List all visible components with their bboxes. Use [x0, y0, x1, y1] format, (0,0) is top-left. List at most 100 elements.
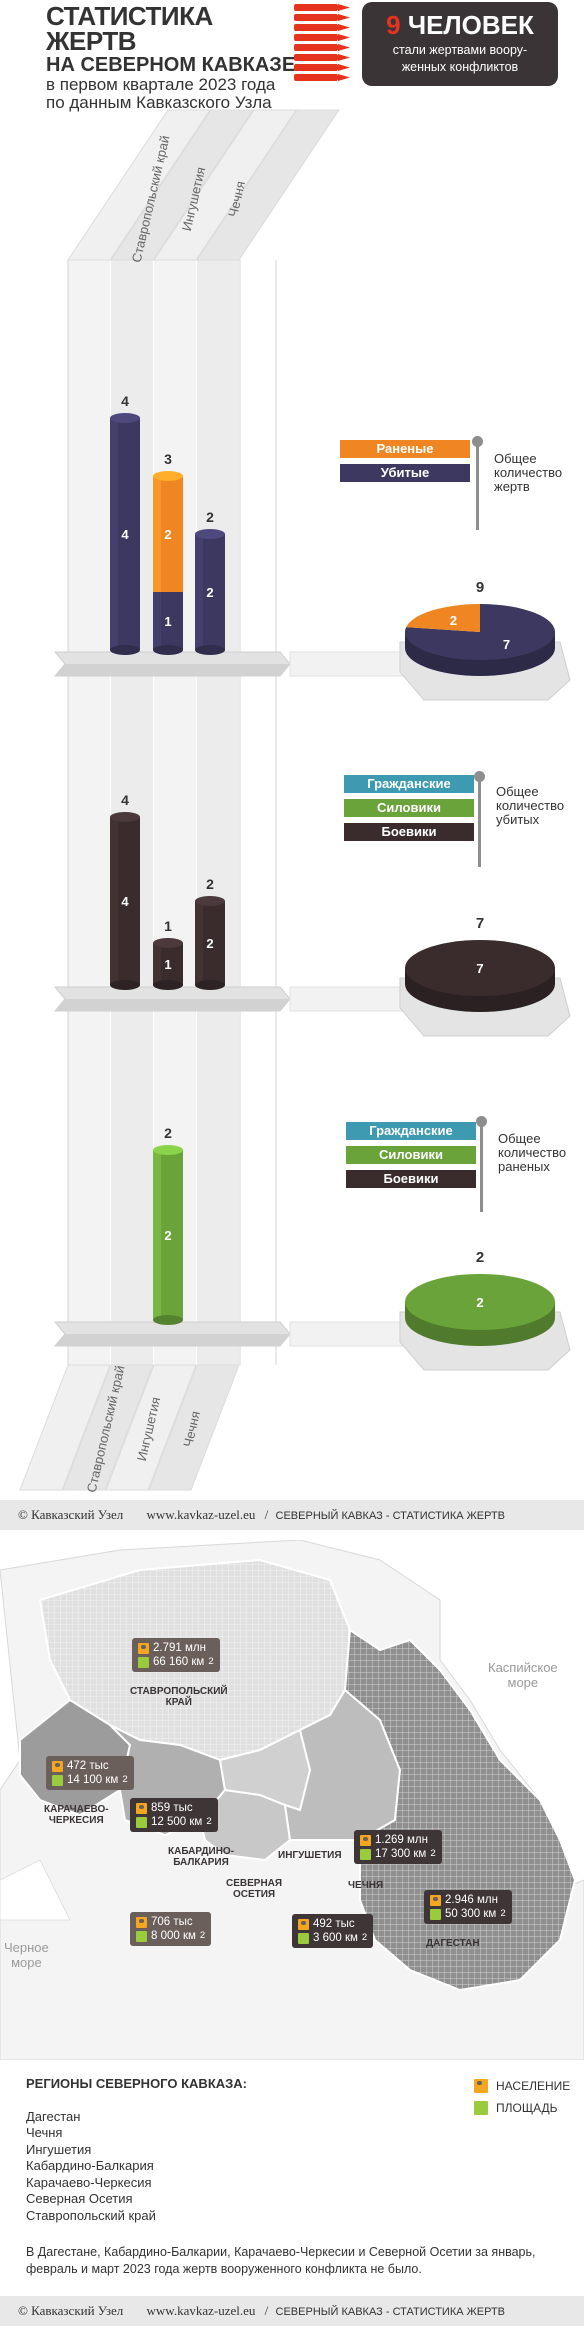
- footer-url[interactable]: www.kavkaz-uzel.eu: [146, 1507, 256, 1522]
- footer-separator: /: [264, 1507, 269, 1522]
- bar-bottom: [153, 645, 183, 655]
- bar-highlight: [153, 476, 161, 592]
- pie-slice: [405, 940, 555, 996]
- bar-top: [195, 896, 225, 906]
- bullets-icon: [294, 4, 350, 81]
- population-icon: [474, 2079, 488, 2093]
- footer-section: СЕВЕРНЫЙ КАВКАЗ - СТАТИСТИКА ЖЕРТВ: [275, 2306, 506, 2318]
- region-item: Дагестан: [26, 2108, 81, 2124]
- bar-bottom: [195, 980, 225, 990]
- label-kbr: КАБАРДИНО-БАЛКАРИЯ: [168, 1846, 235, 1868]
- area-icon: [474, 2101, 488, 2115]
- legend-population: НАСЕЛЕНИЕ: [496, 2079, 571, 2093]
- bar-top: [110, 812, 140, 822]
- region-item: Ингушетия: [26, 2141, 92, 2157]
- area-icon: [52, 1774, 63, 1786]
- bar-value-label: 2: [206, 936, 213, 951]
- header-column: [196, 109, 340, 261]
- label-ingushetia: ИНГУШЕТИЯ: [278, 1850, 342, 1861]
- pie-value-label: 2: [450, 613, 457, 628]
- bar-total-label: 4: [121, 393, 129, 409]
- pie-total-label: 2: [476, 1249, 484, 1266]
- map-legend: НАСЕЛЕНИЕ ПЛОЩАДЬ: [474, 2078, 570, 2116]
- pie-value-label: 7: [503, 637, 510, 652]
- area-icon: [136, 1930, 147, 1942]
- footer-copyright: © Кавказский Узел: [18, 1507, 124, 1522]
- bar-highlight: [153, 592, 161, 650]
- pie-slice: [405, 1274, 555, 1330]
- footer-top: © Кавказский Узел www.kavkaz-uzel.eu / С…: [0, 1500, 584, 1530]
- legend-area: ПЛОЩАДЬ: [496, 2101, 558, 2115]
- area-icon: [360, 1848, 371, 1860]
- population-icon: [136, 1802, 147, 1814]
- victims-box: 9 ЧЕЛОВЕК стали жертвами воору- женных к…: [362, 2, 558, 86]
- area-icon: [298, 1932, 309, 1944]
- legend-bar: [480, 1122, 483, 1212]
- regions-list-title: РЕГИОНЫ СЕВЕРНОГО КАВКАЗА:: [26, 2076, 247, 2091]
- pie-total-label: 9: [476, 579, 484, 596]
- bar-total-label: 1: [164, 918, 172, 934]
- legend-security: Силовики: [346, 1146, 476, 1164]
- victims-number: 9: [386, 10, 401, 40]
- area-icon: [138, 1656, 149, 1668]
- bar-bottom: [153, 1315, 183, 1325]
- bar-total-label: 3: [164, 451, 172, 467]
- legend-security: Силовики: [344, 799, 474, 817]
- bar-top: [110, 413, 140, 423]
- label-dagestan: ДАГЕСТАН: [426, 1938, 480, 1949]
- footer-column: [148, 1364, 240, 1491]
- region-item: Северная Осетия: [26, 2191, 133, 2206]
- bar-value-label: 4: [121, 527, 129, 542]
- bar-total-label: 2: [206, 876, 214, 892]
- region-item: Кабардино-Балкария: [26, 2158, 154, 2173]
- bar-highlight: [195, 534, 203, 650]
- legend-dot: [472, 436, 483, 447]
- header-column: [153, 109, 297, 261]
- title-line-2: НА СЕВЕРНОМ КАВКАЗЕ: [46, 54, 296, 76]
- north-caucasus-map: [0, 1540, 584, 2060]
- bar-total-label: 2: [206, 509, 214, 525]
- legend-dot: [474, 771, 485, 782]
- legend-civilians: Гражданские: [344, 775, 474, 793]
- region-item: Чечня: [26, 2125, 63, 2140]
- bar-value-label: 2: [164, 1228, 171, 1243]
- footer-url[interactable]: www.kavkaz-uzel.eu: [146, 2303, 256, 2318]
- footer-bottom: © Кавказский Узел www.kavkaz-uzel.eu / С…: [0, 2296, 584, 2326]
- victims-text-1: стали жертвами воору-: [392, 43, 528, 57]
- label-chechnya: ЧЕЧНЯ: [348, 1880, 384, 1891]
- victims-unit: ЧЕЛОВЕК: [407, 10, 534, 40]
- header-column: [67, 109, 211, 261]
- region-item: Карачаево-Черкесия: [26, 2174, 152, 2190]
- population-icon: [138, 1642, 149, 1654]
- footer-column: [62, 1364, 154, 1491]
- bar-top: [153, 1145, 183, 1155]
- bar-bottom: [195, 645, 225, 655]
- bar-shelf-front: [55, 1334, 290, 1346]
- footer-column: [19, 1364, 111, 1491]
- label-kchr: КАРАЧАЕВО-ЧЕРКЕСИЯ: [44, 1804, 109, 1826]
- region-item: Ставропольский край: [26, 2207, 156, 2223]
- title-line-1: СТАТИСТИКА ЖЕРТВ: [46, 1, 213, 56]
- bar-shelf-front: [55, 999, 290, 1011]
- regions-list: РЕГИОНЫ СЕВЕРНОГО КАВКАЗА: Дагестан Чечн…: [26, 2076, 247, 2224]
- pie-value-label: 7: [476, 961, 483, 976]
- bar-highlight: [153, 1150, 161, 1320]
- area-icon: [136, 1816, 147, 1828]
- bar-highlight: [153, 943, 161, 985]
- legend-bar: [476, 440, 479, 530]
- pie-total-label: 7: [476, 915, 484, 932]
- grid-column: [197, 260, 239, 1365]
- legend-wounded: Раненые: [340, 440, 470, 458]
- pie-slice: [406, 604, 480, 632]
- note-line-2: февраль и март 2023 года жертв вооруженн…: [26, 2262, 422, 2276]
- bar-total-label: 2: [164, 1125, 172, 1141]
